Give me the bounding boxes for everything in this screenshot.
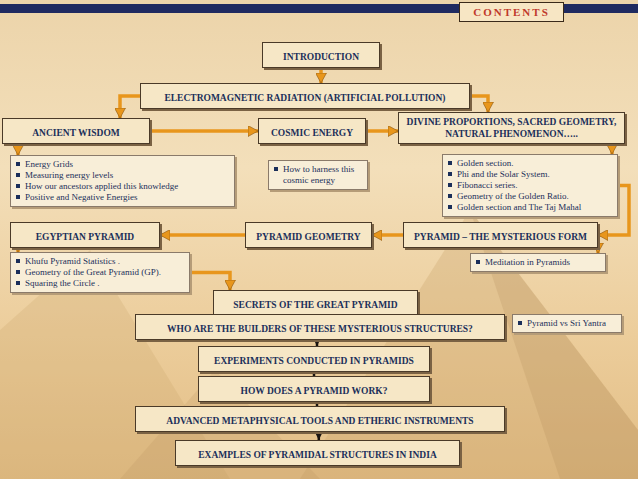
topic-list: How to harness this cosmic energy bbox=[268, 160, 368, 190]
section-box: HOW DOES A PYRAMID WORK? bbox=[198, 376, 430, 402]
topic-list: Golden section.Phi and the Solar System.… bbox=[442, 154, 618, 217]
list-item: Squaring the Circle . bbox=[16, 278, 184, 289]
header-bar bbox=[562, 4, 638, 13]
flow-arrow bbox=[372, 233, 403, 237]
list-item: Khufu Pyramid Statistics . bbox=[16, 256, 184, 267]
list-item: Measuring energy levels bbox=[16, 170, 229, 181]
section-title: ELECTROMAGNETIC RADIATION (ARTIFICIAL PO… bbox=[164, 92, 445, 104]
flow-arrow bbox=[160, 233, 245, 237]
flow-arrow bbox=[150, 129, 258, 133]
header-bar bbox=[0, 4, 461, 13]
section-box: PYRAMID GEOMETRY bbox=[245, 222, 372, 248]
flow-arrow bbox=[319, 68, 323, 83]
list-item: Positive and Negative Energies bbox=[16, 192, 229, 203]
list-item: Pyramid vs Sri Yantra bbox=[518, 318, 616, 329]
list-item: Energy Grids bbox=[16, 159, 229, 170]
flow-arrow bbox=[610, 144, 614, 154]
list-item: Golden section. bbox=[448, 158, 612, 169]
section-box: EGYPTIAN PYRAMID bbox=[10, 222, 160, 248]
section-title: COSMIC ENERGY bbox=[271, 127, 353, 139]
section-box: ELECTROMAGNETIC RADIATION (ARTIFICIAL PO… bbox=[140, 83, 470, 109]
section-title: HOW DOES A PYRAMID WORK? bbox=[241, 385, 388, 397]
section-box: DIVINE PROPORTIONS, SACRED GEOMETRY, NAT… bbox=[398, 112, 625, 144]
flow-arrow bbox=[16, 144, 20, 155]
section-box: ANCIENT WISDOM bbox=[2, 118, 150, 144]
flow-arrow bbox=[190, 273, 230, 291]
contents-box: CONTENTS bbox=[459, 2, 564, 22]
topic-list: Pyramid vs Sri Yantra bbox=[512, 314, 622, 333]
section-box: WHO ARE THE BUILDERS OF THESE MYSTERIOUS… bbox=[135, 314, 505, 340]
flow-arrow bbox=[318, 432, 321, 440]
section-title: EXAMPLES OF PYRAMIDAL STRUCTURES IN INDI… bbox=[198, 449, 437, 461]
section-title: DIVINE PROPORTIONS, SACRED GEOMETRY, NAT… bbox=[405, 116, 618, 140]
section-box: EXAMPLES OF PYRAMIDAL STRUCTURES IN INDI… bbox=[175, 440, 460, 466]
section-box: COSMIC ENERGY bbox=[258, 118, 366, 144]
section-title: ANCIENT WISDOM bbox=[32, 127, 120, 139]
list-item: Geometry of the Great Pyramid (GP). bbox=[16, 267, 184, 278]
section-box: PYRAMID – THE MYSTERIOUS FORM bbox=[403, 222, 598, 248]
list-item: How to harness this cosmic energy bbox=[274, 164, 362, 186]
section-title: EGYPTIAN PYRAMID bbox=[36, 231, 134, 243]
section-box: ADVANCED METAPHYSICAL TOOLS AND ETHERIC … bbox=[135, 406, 505, 432]
flow-arrow bbox=[470, 96, 488, 112]
list-item: Golden section and The Taj Mahal bbox=[448, 202, 612, 213]
list-item: Fibonacci series. bbox=[448, 180, 612, 191]
section-title: INTRODUCTION bbox=[283, 51, 359, 63]
section-title: SECRETS OF THE GREAT PYRAMID bbox=[233, 299, 397, 311]
list-item: Meditation in Pyramids bbox=[476, 257, 600, 268]
flow-arrow bbox=[366, 129, 398, 133]
list-item: Geometry of the Golden Ratio. bbox=[448, 191, 612, 202]
section-title: PYRAMID – THE MYSTERIOUS FORM bbox=[414, 231, 587, 243]
section-box: SECRETS OF THE GREAT PYRAMID bbox=[213, 290, 418, 316]
pyramid-silhouette bbox=[300, 210, 638, 479]
topic-list: Energy GridsMeasuring energy levelsHow o… bbox=[10, 155, 235, 207]
list-item: Phi and the Solar System. bbox=[448, 169, 612, 180]
list-item: How our ancestors applied this knowledge bbox=[16, 181, 229, 192]
section-title: WHO ARE THE BUILDERS OF THESE MYSTERIOUS… bbox=[167, 323, 473, 335]
section-title: PYRAMID GEOMETRY bbox=[256, 231, 360, 243]
pyramid-shade bbox=[470, 210, 638, 479]
section-title: EXPERIMENTS CONDUCTED IN PYRAMIDS bbox=[214, 355, 414, 367]
section-box: INTRODUCTION bbox=[262, 42, 380, 68]
section-box: EXPERIMENTS CONDUCTED IN PYRAMIDS bbox=[198, 346, 430, 372]
topic-list: Meditation in Pyramids bbox=[470, 253, 606, 272]
flow-arrow bbox=[120, 96, 140, 118]
section-title: ADVANCED METAPHYSICAL TOOLS AND ETHERIC … bbox=[166, 415, 473, 427]
topic-list: Khufu Pyramid Statistics .Geometry of th… bbox=[10, 252, 190, 293]
section-title: CONTENTS bbox=[464, 5, 559, 19]
